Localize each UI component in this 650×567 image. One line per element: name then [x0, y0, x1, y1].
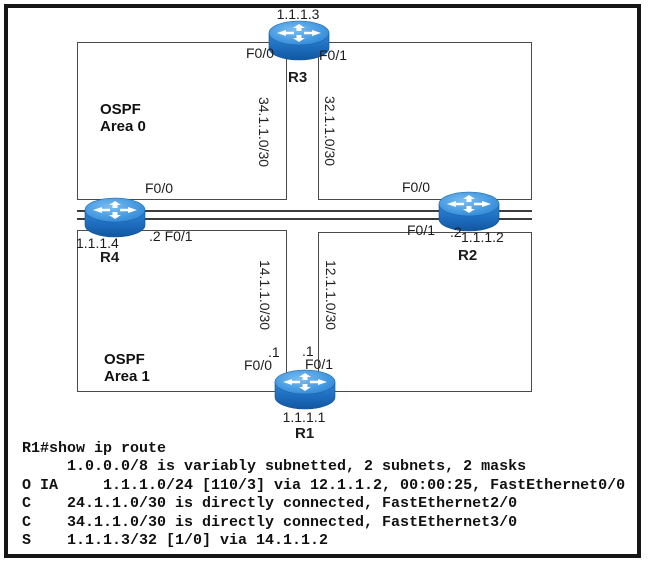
router-r4	[83, 197, 147, 239]
console-line-connected-24: C 24.1.1.0/30 is directly connected, Fas…	[22, 495, 518, 513]
console-line-connected-34: C 34.1.1.0/30 is directly connected, Fas…	[22, 513, 518, 531]
area1-label-line2: Area 1	[104, 368, 150, 385]
link-path-box-lower-right	[318, 232, 532, 392]
r4-interface-f00-label: F0/0	[145, 180, 174, 196]
show-ip-route-output: R1#show ip route 1.0.0.0/8 is variably s…	[22, 440, 625, 550]
r1-interface-f00-label: F0/0	[244, 357, 273, 373]
r4-interface-f01-label: .2 F0/1	[149, 228, 193, 244]
r3-name-label: R3	[288, 69, 308, 86]
r1-octet-right-label: .1	[302, 343, 314, 359]
link-label-r3-r4-subnet: 34.1.1.0/30	[256, 96, 272, 168]
horizontal-link-line-top	[77, 210, 532, 212]
router-icon	[438, 191, 500, 232]
router-icon	[84, 197, 146, 238]
r1-octet-left-label: .1	[268, 344, 280, 360]
r2-octet-label: .2	[450, 224, 462, 240]
area1-label: OSPF Area 1	[104, 351, 150, 385]
router-icon	[274, 369, 336, 410]
r3-interface-f00-label: F0/0	[246, 45, 275, 61]
link-label-r2-r1-subnet: 12.1.1.0/30	[323, 259, 339, 331]
area1-label-line1: OSPF	[104, 351, 145, 368]
router-r1	[273, 369, 337, 411]
link-path-box-upper-left	[77, 42, 287, 200]
router-icon	[268, 20, 330, 61]
console-line-static-route: S 1.1.1.3/32 [1/0] via 14.1.1.2	[22, 532, 329, 550]
r4-ip-label: 1.1.1.4	[76, 235, 119, 251]
r4-name-label: R4	[100, 249, 120, 266]
outer-border	[4, 4, 641, 558]
router-r3	[267, 20, 331, 62]
r2-interface-f01-label: F0/1	[407, 222, 436, 238]
r2-name-label: R2	[458, 247, 478, 264]
r2-ip-label: 1.1.1.2	[461, 229, 504, 245]
link-label-r3-r2-subnet: 32.1.1.0/30	[322, 95, 338, 167]
console-line-subnet-summary: 1.0.0.0/8 is variably subnetted, 2 subne…	[22, 458, 527, 476]
area0-label-line2: Area 0	[100, 118, 146, 135]
console-line-command: R1#show ip route	[22, 440, 167, 457]
r2-interface-f00-label: F0/0	[402, 179, 431, 195]
horizontal-link-line-bottom	[77, 218, 532, 220]
r1-name-label: R1	[295, 425, 315, 442]
link-path-box-lower-left	[77, 230, 287, 392]
link-label-r4-r1-subnet: 14.1.1.0/30	[257, 259, 273, 331]
router-r2	[437, 191, 501, 233]
r1-ip-label: 1.1.1.1	[282, 409, 326, 425]
r1-interface-f01-label: F0/1	[305, 356, 334, 372]
r3-interface-f01-label: F0/1	[319, 47, 348, 63]
area0-label: OSPF Area 0	[100, 101, 146, 135]
area0-label-line1: OSPF	[100, 101, 141, 118]
link-path-box-upper-right	[318, 42, 532, 200]
r3-ip-label: 1.1.1.3	[276, 6, 320, 22]
console-line-ospf-ia-route: O IA 1.1.1.0/24 [110/3] via 12.1.1.2, 00…	[22, 476, 626, 494]
